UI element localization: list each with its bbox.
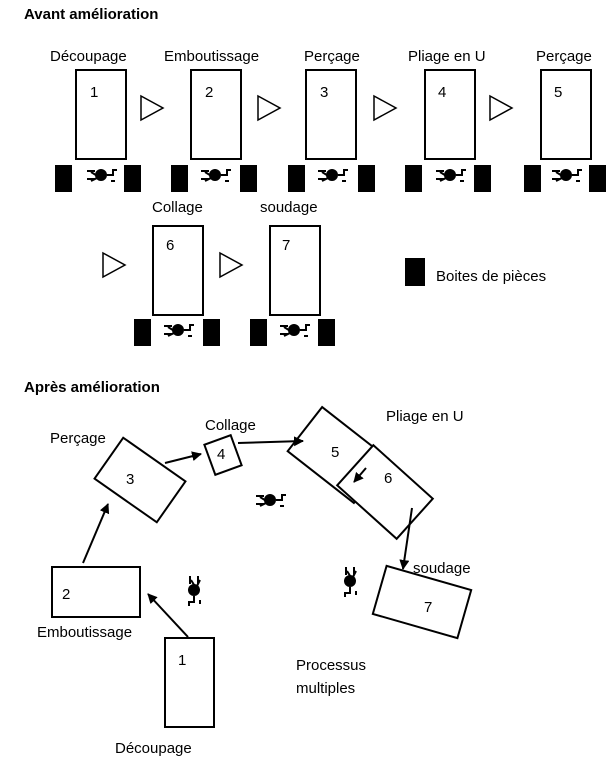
after-station-1-label: Découpage <box>115 740 192 757</box>
after-station-4-number: 4 <box>217 446 225 463</box>
before-station-4-box <box>424 69 476 160</box>
before-station-4-number: 4 <box>438 84 446 101</box>
operator-icon <box>255 493 287 507</box>
after-station-3-number: 3 <box>126 471 134 488</box>
after-station-7-number: 7 <box>424 599 432 616</box>
before-station-7-label: soudage <box>260 199 318 216</box>
after-station-1-box <box>164 637 215 728</box>
flow-triangle-icon <box>102 251 127 279</box>
after-station-7-label: soudage <box>413 560 471 577</box>
after-station-2-number: 2 <box>62 586 70 603</box>
after-station-6 <box>335 443 435 541</box>
parts-box <box>474 165 491 192</box>
flow-arrow-1-2 <box>147 593 189 638</box>
parts-box <box>55 165 72 192</box>
after-station-5-number: 5 <box>331 444 339 461</box>
after-station-6-label: Pliage en U <box>386 408 464 425</box>
after-station-6-number: 6 <box>384 470 392 487</box>
flow-triangle-icon <box>140 94 165 122</box>
parts-box <box>358 165 375 192</box>
parts-box <box>171 165 188 192</box>
before-station-5: Perçage 5 <box>524 48 606 192</box>
operator-icon <box>86 168 118 182</box>
operator-icon <box>343 566 357 598</box>
legend: Boites de pièces <box>405 258 546 286</box>
after-station-7 <box>371 564 473 640</box>
before-station-5-box <box>540 69 592 160</box>
operator-icon <box>317 168 349 182</box>
before-station-6-label: Collage <box>152 199 203 216</box>
before-station-2-label: Emboutissage <box>164 48 259 65</box>
before-station-7-box <box>269 225 321 316</box>
operator-icon <box>187 575 201 607</box>
after-station-2-label: Emboutissage <box>37 624 132 641</box>
flow-arrow-4-5 <box>237 436 304 447</box>
before-station-2-box <box>190 69 242 160</box>
after-station-1: 1 Découpage <box>115 637 215 757</box>
before-title: Avant amélioration <box>24 6 158 23</box>
parts-box <box>134 319 151 346</box>
after-station-4 <box>203 433 243 477</box>
operator-icon <box>551 168 583 182</box>
after-station-3-label: Perçage <box>50 430 106 447</box>
legend-label: Boites de pièces <box>436 268 546 285</box>
after-station-1-number: 1 <box>178 652 186 669</box>
after-title: Après amélioration <box>24 379 160 396</box>
flow-triangle-icon <box>257 94 282 122</box>
before-station-5-label: Perçage <box>536 48 592 65</box>
flow-triangle-icon <box>219 251 244 279</box>
before-station-1-box <box>75 69 127 160</box>
flow-arrow-3-4 <box>164 451 202 464</box>
before-station-1-label: Découpage <box>50 48 127 65</box>
before-station-6-box <box>152 225 204 316</box>
after-station-4-label: Collage <box>205 417 256 434</box>
before-station-1: Découpage 1 <box>50 48 141 192</box>
after-station-3-box <box>93 436 187 524</box>
parts-box <box>524 165 541 192</box>
before-station-1-number: 1 <box>90 84 98 101</box>
before-station-4: Pliage en U 4 <box>405 48 491 192</box>
flow-arrow-2-3 <box>82 503 110 564</box>
before-station-6-number: 6 <box>166 237 174 254</box>
flow-arrow-6-7 <box>399 507 413 570</box>
after-station-3 <box>93 436 187 524</box>
after-station-4-box <box>203 433 243 477</box>
legend-parts-box-icon <box>405 258 425 286</box>
before-station-5-number: 5 <box>554 84 562 101</box>
before-station-3-number: 3 <box>320 84 328 101</box>
parts-box <box>288 165 305 192</box>
before-station-2-number: 2 <box>205 84 213 101</box>
parts-box <box>203 319 220 346</box>
parts-box <box>589 165 606 192</box>
before-station-6: Collage 6 <box>134 199 220 346</box>
after-station-6-box <box>335 443 435 541</box>
before-station-7: soudage 7 <box>250 199 335 346</box>
multi-process-note-line1: Processus <box>296 657 366 674</box>
before-station-3: Perçage 3 <box>288 48 375 192</box>
operator-icon <box>163 323 195 337</box>
before-station-7-number: 7 <box>282 237 290 254</box>
parts-box <box>240 165 257 192</box>
parts-box <box>405 165 422 192</box>
flow-triangle-icon <box>489 94 514 122</box>
parts-box <box>250 319 267 346</box>
parts-box <box>318 319 335 346</box>
flow-triangle-icon <box>373 94 398 122</box>
before-station-4-label: Pliage en U <box>408 48 486 65</box>
before-station-2: Emboutissage 2 <box>164 48 259 192</box>
flow-arrow-5-6 <box>353 467 367 483</box>
after-station-2-box <box>51 566 141 618</box>
after-station-7-box <box>371 564 473 640</box>
operator-icon <box>279 323 311 337</box>
after-station-2: 2 Emboutissage <box>37 566 141 641</box>
operator-icon <box>435 168 467 182</box>
multi-process-note-line2: multiples <box>296 680 355 697</box>
before-station-3-label: Perçage <box>304 48 360 65</box>
before-station-3-box <box>305 69 357 160</box>
parts-box <box>124 165 141 192</box>
operator-icon <box>200 168 232 182</box>
